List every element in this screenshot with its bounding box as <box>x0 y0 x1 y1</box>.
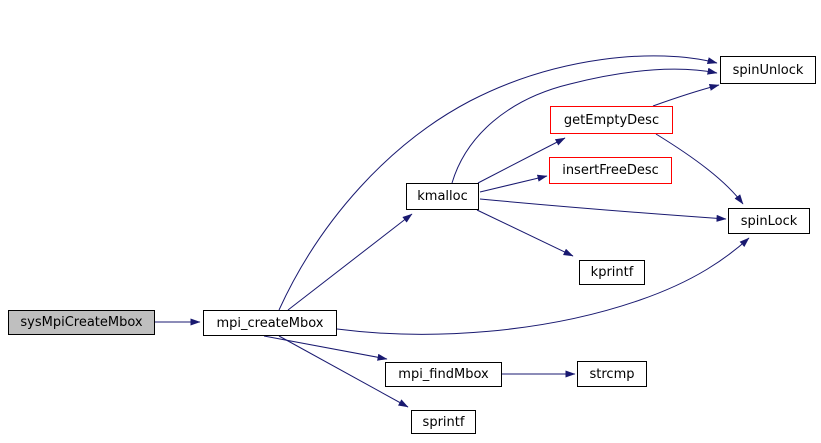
edge-kmalloc-to-getEmptyDesc <box>477 137 566 184</box>
node-label-kprintf: kprintf <box>590 265 634 280</box>
node-label-getEmptyDesc: getEmptyDesc <box>563 112 660 128</box>
node-label-sprintf: sprintf <box>422 414 465 430</box>
node-sprintf[interactable]: sprintf <box>411 410 476 434</box>
edge-kmalloc-to-spinLock <box>479 198 727 222</box>
node-label-kmalloc: kmalloc <box>417 189 468 204</box>
node-label-strcmp: strcmp <box>589 366 635 382</box>
node-kmalloc[interactable]: kmalloc <box>406 183 479 210</box>
edge-mpi_createMbox-to-kmalloc <box>287 213 413 311</box>
edge-mpi_createMbox-to-sprintf <box>278 335 409 408</box>
node-mpi_findMbox[interactable]: mpi_findMbox <box>385 362 502 387</box>
node-label-insertFreeDesc: insertFreeDesc <box>562 163 659 178</box>
edge-kmalloc-to-kprintf <box>476 209 574 257</box>
node-label-mpi_findMbox: mpi_findMbox <box>398 367 489 382</box>
node-getEmptyDesc[interactable]: getEmptyDesc <box>550 106 673 134</box>
edge-kmalloc-to-insertFreeDesc <box>479 174 548 193</box>
node-kprintf[interactable]: kprintf <box>579 260 645 285</box>
edge-getEmptyDesc-to-spinLock <box>655 133 744 205</box>
node-label-spinLock: spinLock <box>740 213 798 229</box>
node-sysMpiCreateMbox: sysMpiCreateMbox <box>8 310 155 335</box>
edge-mpi_createMbox-to-mpi_findMbox <box>263 335 388 361</box>
node-label-mpi_createMbox: mpi_createMbox <box>216 315 324 331</box>
node-spinLock[interactable]: spinLock <box>728 208 810 234</box>
node-insertFreeDesc[interactable]: insertFreeDesc <box>549 157 672 184</box>
node-label-sysMpiCreateMbox: sysMpiCreateMbox <box>20 315 143 330</box>
node-mpi_createMbox[interactable]: mpi_createMbox <box>203 310 337 336</box>
node-label-spinUnlock: spinUnlock <box>732 62 804 78</box>
edge-mpi_createMbox-to-spinUnlock <box>278 55 718 311</box>
node-strcmp[interactable]: strcmp <box>577 361 647 387</box>
edge-getEmptyDesc-to-spinUnlock <box>652 84 720 107</box>
edge-mpi_createMbox-to-spinLock <box>336 237 750 335</box>
node-spinUnlock[interactable]: spinUnlock <box>720 56 816 84</box>
edge-kmalloc-to-spinUnlock <box>451 67 718 184</box>
